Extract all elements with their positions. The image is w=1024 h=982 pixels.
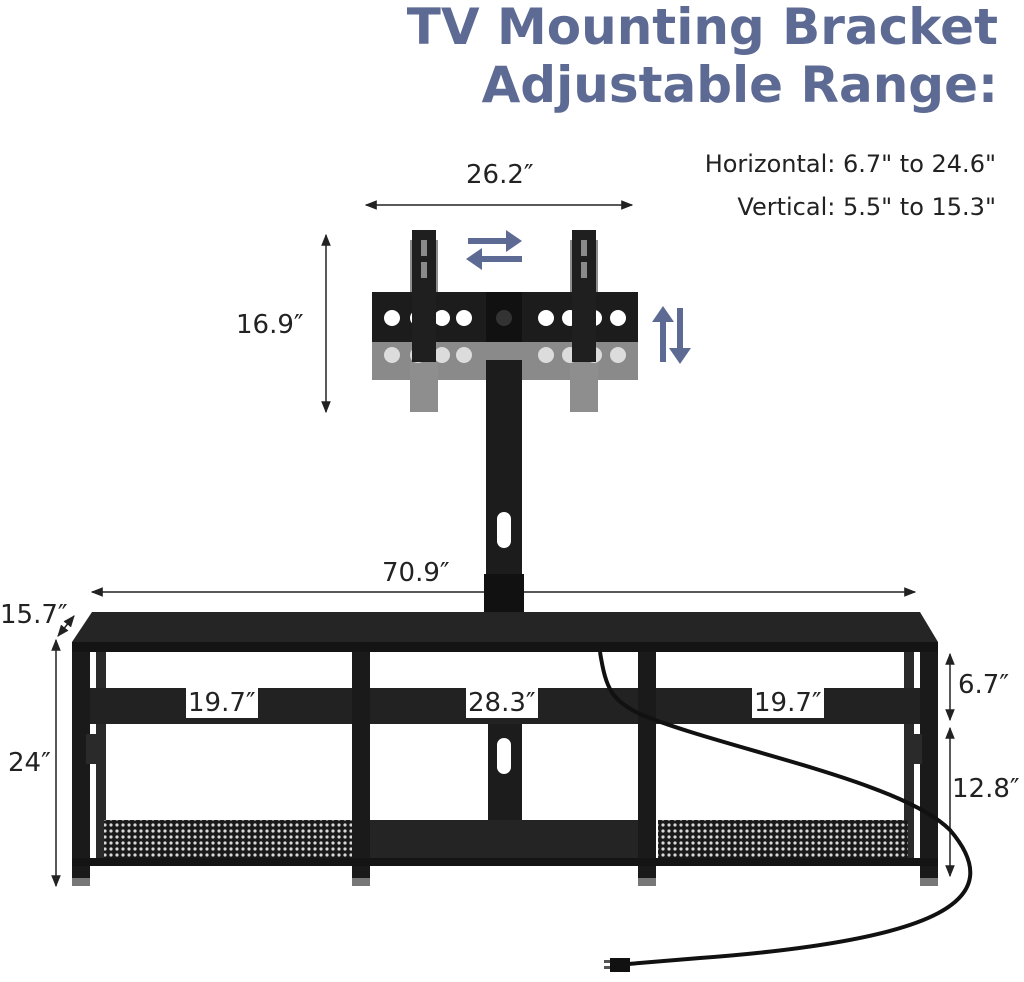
pole-clamp [484,574,524,614]
bracket-height-label: 16.9″ [236,310,304,340]
tv-bracket [372,230,638,362]
upper-gap-label: 6.7″ [958,670,1010,700]
power-cord [598,651,973,966]
vertical-range-text: Vertical: 5.5" to 15.3" [737,193,996,221]
right-shelf-width-label: 19.7″ [752,688,824,718]
horizontal-adjust-arrows-icon [466,230,522,270]
cable-hole [497,512,511,548]
stand-height-label: 24″ [6,748,53,778]
left-shelf-width-label: 19.7″ [186,688,258,718]
stand-depth-label: 15.7″ [0,600,68,630]
lower-gap-label: 12.8″ [952,774,1020,804]
stand-width-label: 70.9″ [380,558,452,588]
tv-stand-cabinet [72,612,938,886]
middle-shelf-width-label: 28.3″ [466,688,538,718]
vertical-adjust-arrows-icon [652,306,691,364]
title-line-1: TV Mounting Bracket [406,0,998,56]
title-line-2: Adjustable Range: [481,56,998,114]
bracket-width-label: 26.2″ [466,160,534,190]
stand-depth-dimension-line [57,615,75,637]
power-plug-icon [604,958,630,972]
horizontal-range-text: Horizontal: 6.7" to 24.6" [704,150,996,178]
